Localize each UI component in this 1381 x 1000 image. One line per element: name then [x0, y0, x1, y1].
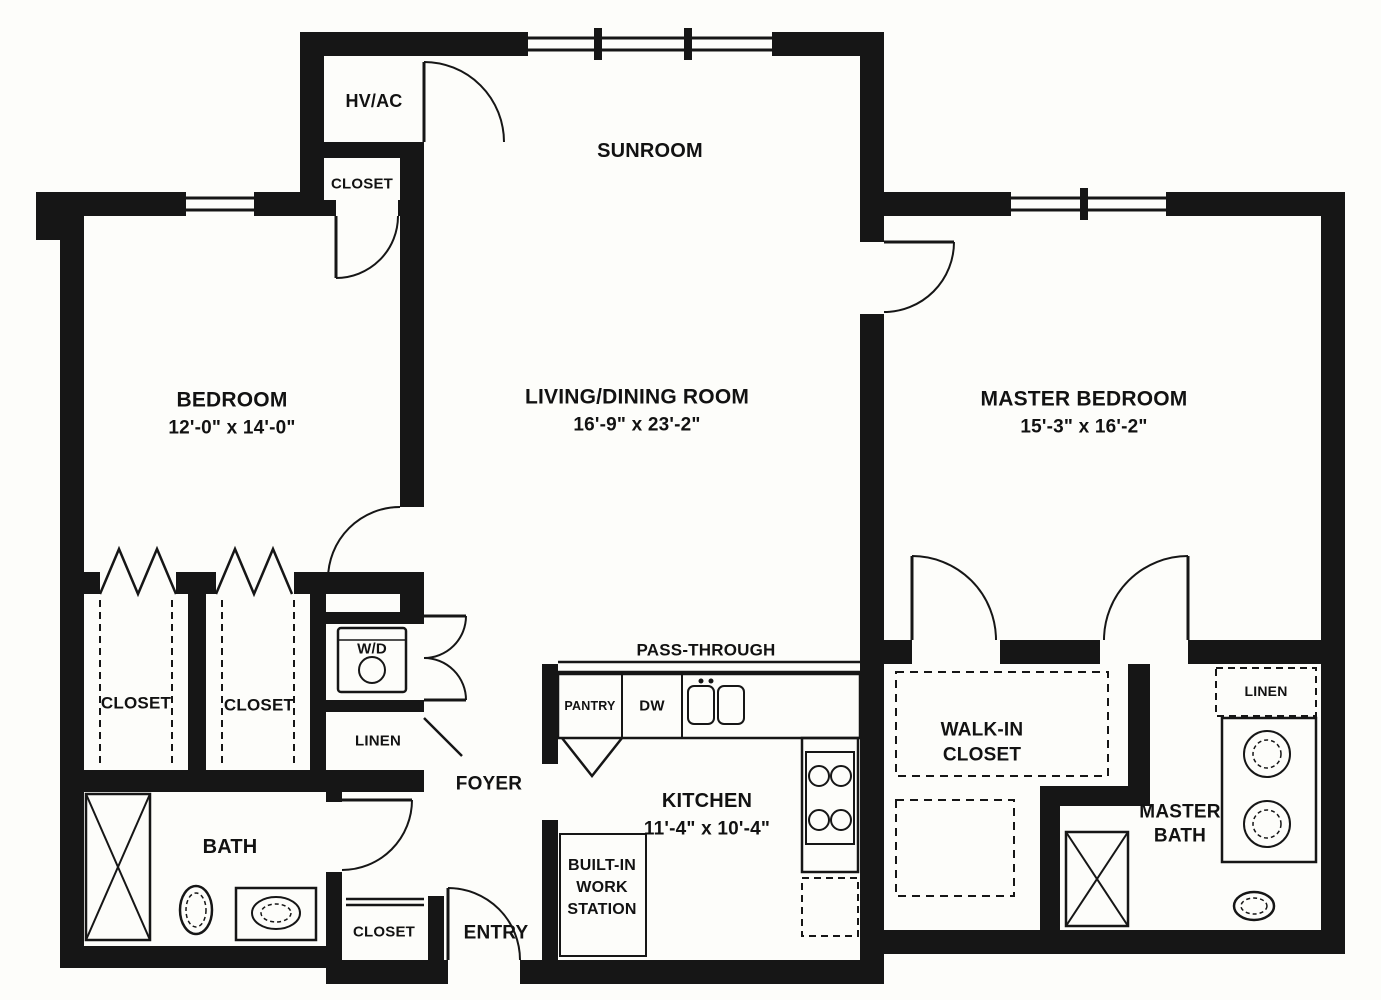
sink-vanity-icon — [234, 886, 318, 942]
door-wd-double — [423, 614, 467, 702]
door-bedroom — [327, 506, 401, 581]
bifold-doors-closet2 — [214, 545, 294, 598]
master-vanity-icon — [1220, 716, 1318, 864]
base-cabinet-dashed — [801, 877, 859, 937]
label-master-bedroom: MASTER BEDROOM — [980, 387, 1188, 411]
label-linen-left: LINEN — [355, 732, 401, 750]
label-bath: BATH — [202, 836, 258, 858]
linen-right-dashed — [1215, 667, 1317, 717]
master-shower-icon — [1064, 830, 1130, 928]
label-closet-top: CLOSET — [330, 175, 394, 193]
label-bedroom: BEDROOM — [176, 388, 288, 412]
label-kitchen-dims: 11'-4" x 10'-4" — [643, 818, 771, 840]
windows — [186, 28, 1166, 220]
label-linen-right: LINEN — [1244, 683, 1288, 699]
door-entry — [446, 887, 521, 961]
label-foyer: FOYER — [455, 773, 523, 795]
label-workstation-line3: STATION — [567, 901, 637, 918]
window-mullion-icon — [1080, 188, 1088, 220]
walkin-shelving-dashed — [895, 671, 1109, 897]
label-living-dims: 16'-9" x 23'-2" — [573, 414, 701, 436]
label-dw: DW — [639, 697, 665, 715]
window-mullion-icon — [594, 28, 602, 60]
door-master-bath — [1103, 555, 1190, 641]
label-closet-1: CLOSET — [100, 693, 172, 713]
kitchen-right-counter — [800, 736, 860, 874]
kitchen-counter — [556, 672, 862, 740]
label-sunroom: SUNROOM — [597, 140, 703, 162]
washer-dryer-icon — [336, 626, 408, 694]
label-kitchen: KITCHEN — [661, 790, 753, 812]
bifold-doors-closet1 — [98, 545, 178, 598]
toilet-icon — [178, 884, 214, 936]
label-workstation-line2: WORK — [576, 879, 628, 896]
label-hvac: HV/AC — [345, 91, 403, 111]
label-walkin-line1: WALK-IN — [940, 719, 1024, 741]
door-walkin-closet — [910, 555, 997, 641]
label-master-bath-line2: BATH — [1153, 825, 1207, 847]
shower-icon — [84, 792, 152, 942]
label-walkin-line2: CLOSET — [942, 744, 1022, 766]
label-living-dining: LIVING/DINING ROOM — [524, 385, 750, 409]
label-workstation-line1: BUILT-IN — [568, 857, 636, 874]
cooktop-icon — [805, 751, 855, 845]
closet-rod-dashes — [99, 600, 295, 764]
label-wd: W/D — [357, 640, 387, 658]
label-closet-2: CLOSET — [223, 695, 295, 715]
window-mullion-icon — [684, 28, 692, 60]
door-hvac — [422, 61, 505, 143]
walls — [36, 32, 1345, 984]
door-bottom-closet — [346, 897, 424, 907]
door-pantry — [561, 737, 623, 779]
label-bedroom-dims: 12'-0" x 14'-0" — [168, 417, 296, 439]
work-station-counter — [559, 833, 647, 957]
label-closet-bottom: CLOSET — [352, 923, 416, 941]
label-pantry: PANTRY — [564, 698, 616, 713]
kitchen-sink-icon — [687, 678, 745, 725]
label-pass-through: PASS-THROUGH — [636, 640, 776, 660]
door-linen-left — [423, 717, 463, 757]
door-bath — [341, 798, 413, 871]
pass-through-counter — [558, 660, 860, 674]
label-master-bath-line1: MASTER — [1139, 801, 1221, 823]
master-toilet-icon — [1232, 890, 1276, 922]
door-master-bedroom — [883, 240, 955, 313]
doors — [98, 61, 1190, 961]
label-entry: ENTRY — [463, 922, 529, 944]
label-master-dims: 15'-3" x 16'-2" — [1020, 416, 1148, 438]
door-top-closet — [334, 215, 399, 279]
fixtures — [84, 600, 1318, 957]
